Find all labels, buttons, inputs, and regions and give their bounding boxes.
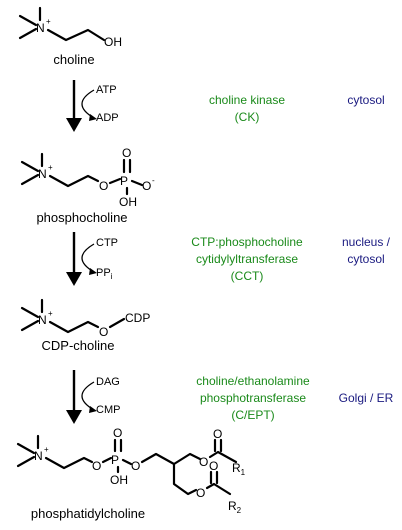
phosphocholine-po-bond <box>130 179 144 187</box>
step3-side-arrowhead <box>89 406 97 413</box>
phosphocholine-methyl-bonds <box>20 152 44 186</box>
pc-po-bond <box>121 458 133 466</box>
pc-acyl-oxygen-1: O <box>199 455 208 469</box>
pc-acyl-oxygen-2: O <box>196 486 205 500</box>
step3-enzyme-line3: (C/EPT) <box>231 408 274 422</box>
cdp-choline-chain-bonds <box>48 320 100 334</box>
step1-reagent-out: ADP <box>96 112 119 124</box>
step2-enzyme-line1: CTP:phosphocholine <box>191 235 303 249</box>
step2-location-line2: cytosol <box>347 252 384 266</box>
cdp-choline-label: CDP-choline <box>42 338 115 353</box>
step2-arrow-group <box>66 232 97 286</box>
pc-acyl2-carbonyl <box>209 470 219 485</box>
step3-enzyme-line1: choline/ethanolamine <box>196 374 310 388</box>
step3-reagent-in: DAG <box>96 376 120 388</box>
phosphatidylcholine-structure: N + O P O OH O O O R1 O O R2 <box>16 426 246 515</box>
phosphocholine-structure: N + O P O O - OH <box>20 146 155 209</box>
choline-chain-bonds <box>46 28 106 42</box>
step2-side-arrowhead <box>89 268 97 275</box>
phosphocholine-hydroxyl: OH <box>119 195 137 209</box>
pc-op-bond <box>101 456 113 464</box>
pc-oxo: O <box>113 426 122 440</box>
phosphocholine-double-bond <box>122 158 132 174</box>
cdp-choline-charge: + <box>48 309 53 318</box>
pc-hydroxyl: OH <box>110 473 128 487</box>
choline-nitrogen: N <box>36 21 45 35</box>
step2-enzyme-line3: (CCT) <box>231 269 264 283</box>
step2-reagent-out-subscript: i <box>111 272 113 281</box>
cdp-choline-cdp-group: CDP <box>125 311 150 325</box>
pc-acyl2-bonds <box>205 482 232 496</box>
pc-acyl-carbonyl-oxygen-1: O <box>213 427 222 441</box>
choline-methyl-bonds <box>18 6 42 40</box>
step1-side-arrow <box>81 89 95 119</box>
pc-acyl1-carbonyl <box>213 438 223 453</box>
pc-r1-group: R1 <box>232 461 246 477</box>
choline-structure: N + OH <box>18 6 122 49</box>
step2-arrowhead <box>66 272 82 286</box>
step3-enzyme-line2: phosphotransferase <box>200 391 306 405</box>
pc-acyl-carbonyl-oxygen-2: O <box>209 459 218 473</box>
pc-r2-subscript: 2 <box>237 506 242 515</box>
pc-acyl1-bonds <box>208 450 238 464</box>
cdp-choline-cdp-bond <box>108 317 126 329</box>
pc-ester-oxygen-1: O <box>92 459 101 473</box>
pc-r1-letter: R <box>232 461 241 475</box>
step3-location: Golgi / ER <box>339 391 394 405</box>
phosphocholine-oxide: O <box>142 179 151 193</box>
step2-reagent-out: PPi <box>96 267 113 281</box>
pc-r1-subscript: 1 <box>241 468 246 477</box>
step3-arrow-group <box>66 370 97 424</box>
pc-glycerol-bonds <box>140 452 202 496</box>
phosphocholine-ester-oxygen: O <box>99 179 108 193</box>
pc-phosphorus: P <box>111 453 119 467</box>
choline-hydroxyl: OH <box>104 35 122 49</box>
pc-charge: + <box>44 445 49 454</box>
choline-label: choline <box>53 52 94 67</box>
step1-arrowhead <box>66 118 82 132</box>
step2-location-line1: nucleus / <box>342 235 391 249</box>
step2-reagent-in: CTP <box>96 237 118 249</box>
phosphocholine-oxo: O <box>122 146 131 160</box>
cdp-choline-structure: N + O CDP <box>20 298 150 339</box>
cdp-choline-nitrogen: N <box>38 313 47 327</box>
phosphocholine-op-bond <box>108 177 122 185</box>
cdp-choline-oxygen: O <box>99 325 108 339</box>
step3-arrowhead <box>66 410 82 424</box>
step2-side-arrow <box>81 243 95 273</box>
step1-arrow-group <box>66 80 97 132</box>
phosphocholine-charge: + <box>48 163 53 172</box>
pc-methyl-bonds <box>16 434 40 468</box>
cdp-choline-methyl-bonds <box>20 298 44 332</box>
pc-nitrogen: N <box>34 449 43 463</box>
pc-r2-group: R2 <box>228 499 242 515</box>
step1-location: cytosol <box>347 93 384 107</box>
step3-side-arrow <box>81 381 95 411</box>
step1-reagent-in: ATP <box>96 84 117 96</box>
pc-po-double-bond <box>113 438 123 453</box>
phosphatidylcholine-label: phosphatidylcholine <box>31 506 145 521</box>
phosphocholine-phosphorus: P <box>120 174 128 188</box>
phosphocholine-label: phosphocholine <box>36 210 127 225</box>
step3-reagent-out: CMP <box>96 404 120 416</box>
pc-chain-bonds <box>44 456 94 470</box>
step1-enzyme-line2: (CK) <box>235 110 260 124</box>
phosphocholine-nitrogen: N <box>38 167 47 181</box>
step1-side-arrowhead <box>89 114 97 121</box>
step1-enzyme-line1: choline kinase <box>209 93 285 107</box>
phosphocholine-charge-minus: - <box>152 176 155 185</box>
step2-reagent-out-main: PP <box>96 267 111 279</box>
phosphocholine-chain-bonds <box>48 174 100 188</box>
step2-enzyme-line2: cytidylyltransferase <box>196 252 298 266</box>
pc-r2-letter: R <box>228 499 237 513</box>
choline-charge: + <box>46 17 51 26</box>
pc-ester-oxygen-2: O <box>131 459 140 473</box>
